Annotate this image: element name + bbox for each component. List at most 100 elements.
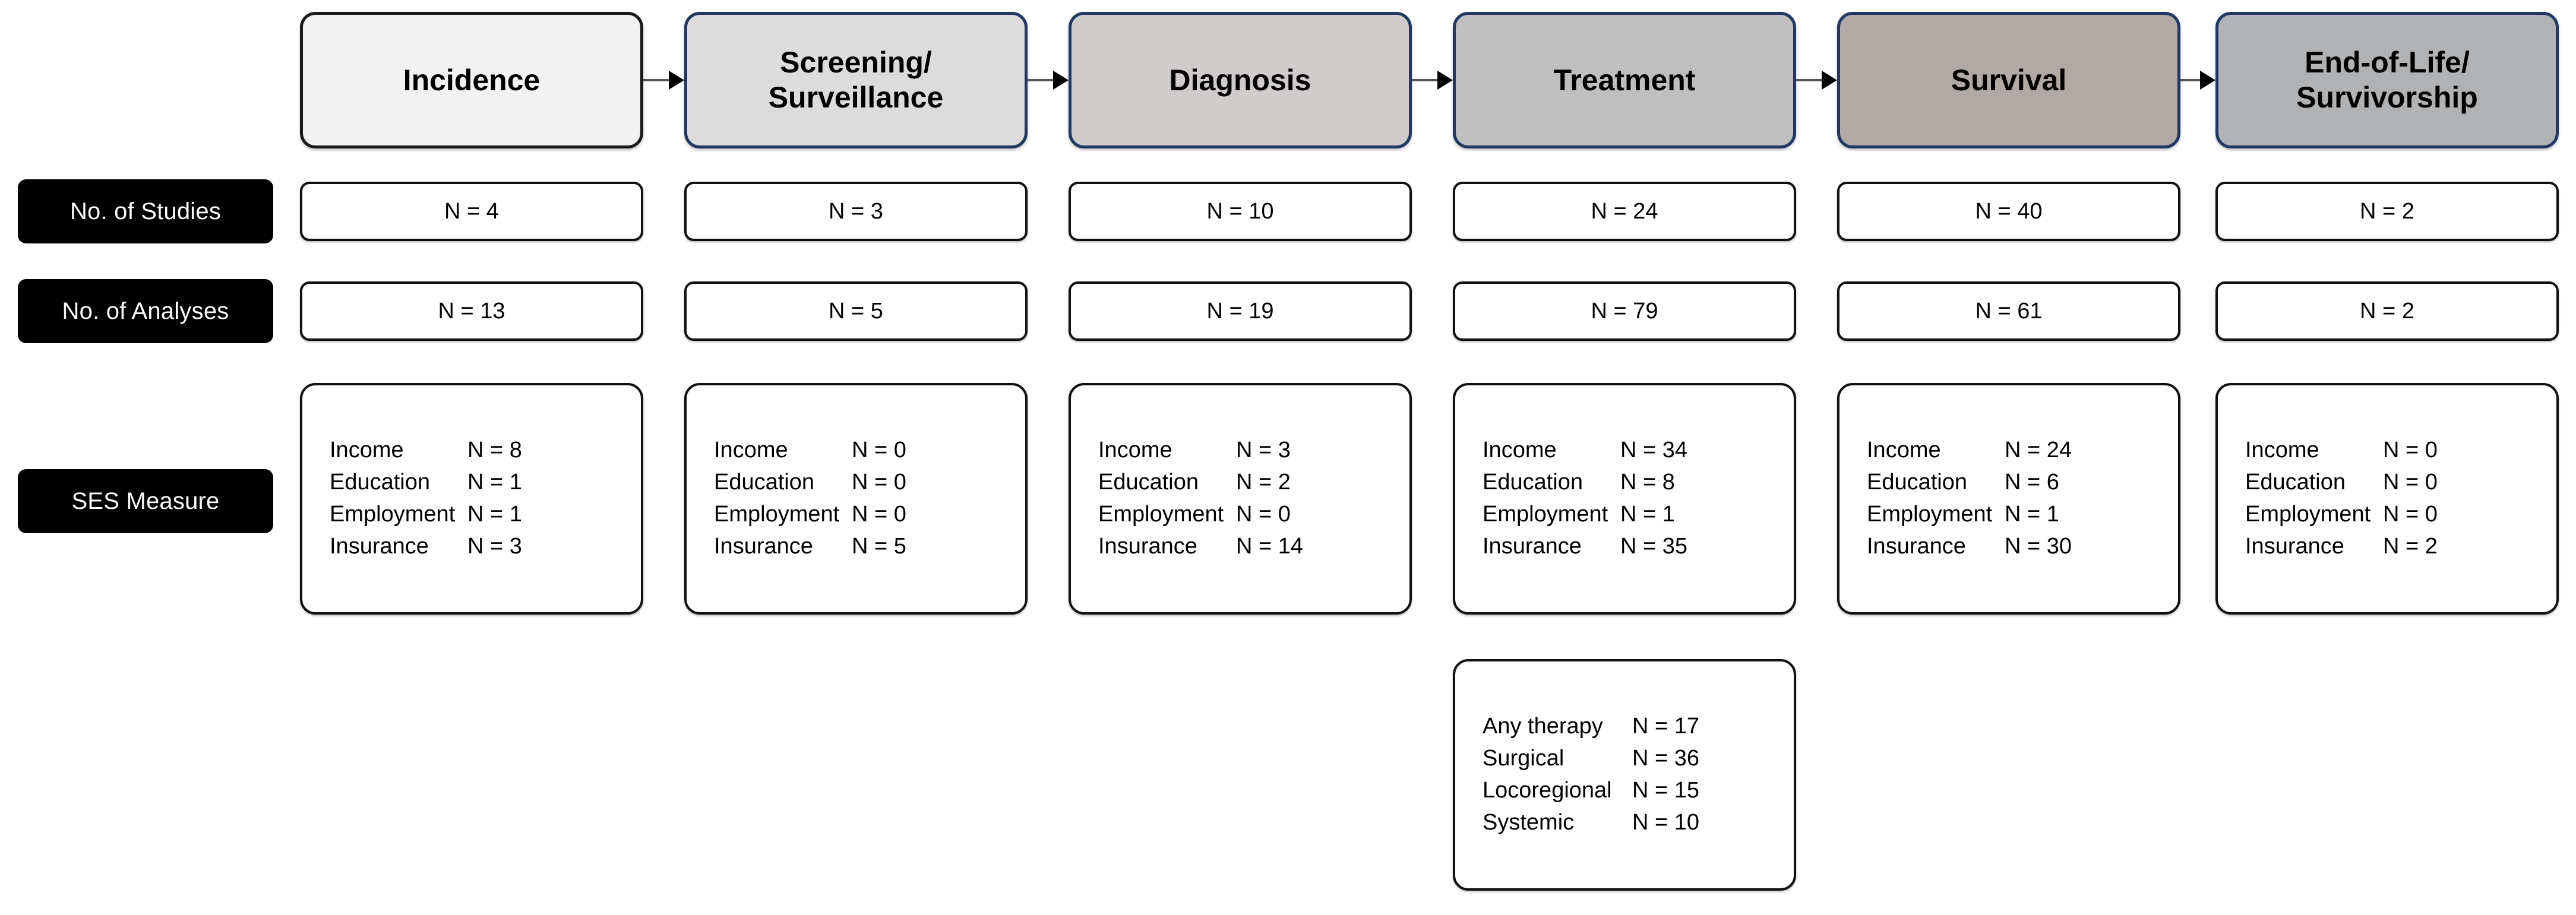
studies-box-endoflife[interactable]: N = 2 bbox=[2215, 182, 2559, 241]
ses-measure-item-value: N = 8 bbox=[467, 438, 522, 463]
ses-measure-item-value: N = 35 bbox=[1620, 533, 1688, 559]
analyses-box-screening[interactable]: N = 5 bbox=[684, 281, 1028, 341]
ses-measure-item: Insurance N = 30 bbox=[1867, 531, 2072, 563]
ses-measure-item-value: N = 24 bbox=[2005, 438, 2072, 463]
ses-measure-item-value: N = 1 bbox=[2005, 502, 2059, 527]
ses-measure-item-label: Insurance bbox=[1867, 533, 1966, 559]
row-label-no-of-analyses: No. of Analyses bbox=[18, 279, 273, 343]
stage-header-treatment[interactable]: Treatment bbox=[1453, 12, 1796, 148]
stage-header-screening[interactable]: Screening/Surveillance bbox=[684, 12, 1028, 148]
ses-measure-item-label: Insurance bbox=[1483, 533, 1582, 559]
studies-box-diagnosis[interactable]: N = 10 bbox=[1069, 182, 1412, 241]
analyses-value: N = 2 bbox=[2360, 298, 2414, 324]
stage-header-label: Survival bbox=[1951, 63, 2067, 97]
ses-measure-item-value: N = 0 bbox=[852, 470, 906, 495]
ses-measure-item: Employment N = 1 bbox=[1483, 499, 1687, 531]
analyses-box-endoflife[interactable]: N = 2 bbox=[2215, 281, 2559, 341]
stage-header-label: Incidence bbox=[403, 63, 541, 97]
ses-measure-item-value: N = 0 bbox=[852, 502, 906, 527]
studies-box-screening[interactable]: N = 3 bbox=[684, 182, 1028, 241]
studies-box-survival[interactable]: N = 40 bbox=[1837, 182, 2180, 241]
analyses-value: N = 13 bbox=[438, 298, 505, 324]
stage-header-label: Treatment bbox=[1553, 63, 1696, 97]
studies-value: N = 10 bbox=[1206, 198, 1274, 224]
stage-header-endoflife[interactable]: End-of-Life/Survivorship bbox=[2215, 12, 2559, 148]
stage-header-label: Diagnosis bbox=[1169, 63, 1311, 97]
analyses-box-treatment[interactable]: N = 79 bbox=[1453, 281, 1796, 341]
ses-measure-item-label: Income bbox=[2245, 438, 2319, 463]
ses-measure-item-value: N = 3 bbox=[1236, 438, 1291, 463]
ses-measure-item-value: N = 0 bbox=[2383, 470, 2438, 495]
ses-measure-item-label: Income bbox=[714, 438, 788, 463]
ses-measure-item-label: Income bbox=[1483, 438, 1557, 463]
analyses-box-survival[interactable]: N = 61 bbox=[1837, 281, 2180, 341]
ses-measure-item: Employment N = 1 bbox=[1867, 499, 2072, 531]
ses-measure-item: Income N = 0 bbox=[714, 435, 906, 467]
arrow-shaft bbox=[2180, 79, 2200, 81]
ses-measure-item-label: Insurance bbox=[1098, 533, 1197, 559]
analyses-value: N = 19 bbox=[1206, 298, 1274, 324]
row-label-ses-measure: SES Measure bbox=[18, 469, 273, 533]
stage-arrow-incidence-to-screening bbox=[643, 71, 684, 90]
ses-measure-item-label: Income bbox=[1098, 438, 1172, 463]
ses-measure-item-value: N = 1 bbox=[467, 502, 522, 527]
row-label-no-of-studies: No. of Studies bbox=[18, 179, 273, 243]
row-label-text: No. of Analyses bbox=[62, 297, 229, 324]
ses-measure-item-label: Insurance bbox=[714, 533, 813, 559]
treatment-detail-item-label: Systemic bbox=[1483, 809, 1575, 835]
ses-measure-item-label: Employment bbox=[1867, 502, 1993, 527]
analyses-box-incidence[interactable]: N = 13 bbox=[300, 281, 643, 341]
analyses-box-diagnosis[interactable]: N = 19 bbox=[1069, 281, 1412, 341]
arrow-shaft bbox=[1412, 79, 1437, 81]
ses-measure-item-label: Insurance bbox=[330, 533, 429, 559]
studies-box-incidence[interactable]: N = 4 bbox=[300, 182, 643, 241]
ses-measure-item-label: Employment bbox=[714, 502, 840, 527]
stage-header-diagnosis[interactable]: Diagnosis bbox=[1069, 12, 1412, 148]
treatment-detail-item-value: N = 15 bbox=[1632, 778, 1700, 803]
arrow-head-icon bbox=[1437, 71, 1453, 90]
studies-box-treatment[interactable]: N = 24 bbox=[1453, 182, 1796, 241]
ses-measure-item-label: Employment bbox=[1098, 502, 1224, 527]
stage-arrow-survival-to-endoflife bbox=[2180, 71, 2215, 90]
ses-measure-item-value: N = 0 bbox=[2383, 502, 2438, 527]
arrow-head-icon bbox=[669, 71, 684, 90]
ses-measure-item-value: N = 30 bbox=[2005, 533, 2072, 559]
studies-value: N = 2 bbox=[2360, 198, 2414, 224]
ses-measure-item-value: N = 3 bbox=[467, 533, 522, 559]
arrow-shaft bbox=[1796, 79, 1822, 81]
ses-measure-item-value: N = 0 bbox=[852, 438, 906, 463]
stage-arrow-treatment-to-survival bbox=[1796, 71, 1837, 90]
ses-measure-item-label: Education bbox=[1867, 470, 1968, 495]
stage-arrow-diagnosis-to-treatment bbox=[1412, 71, 1453, 90]
stage-header-incidence[interactable]: Incidence bbox=[300, 12, 643, 148]
ses-measure-item-label: Employment bbox=[1483, 502, 1608, 527]
ses-measure-item-value: N = 1 bbox=[1620, 502, 1675, 527]
stage-header-label: End-of-Life/Survivorship bbox=[2296, 46, 2478, 114]
stage-header-survival[interactable]: Survival bbox=[1837, 12, 2180, 148]
treatment-detail-item-label: Locoregional bbox=[1483, 778, 1612, 803]
ses-measure-item-label: Education bbox=[1483, 470, 1583, 495]
analyses-value: N = 61 bbox=[1975, 298, 2043, 324]
treatment-detail-item-label: Any therapy bbox=[1483, 714, 1603, 739]
ses-measure-item-value: N = 0 bbox=[2383, 438, 2438, 463]
